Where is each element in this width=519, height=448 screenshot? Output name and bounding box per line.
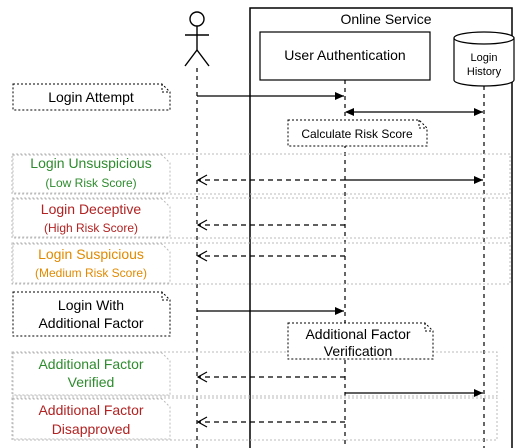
note-login-attempt-label: Login Attempt (48, 89, 134, 105)
outcome-verified-note: Additional Factor Verified (12, 352, 171, 396)
online-service-frame (249, 7, 513, 448)
outcome-disapproved-line1: Additional Factor (38, 402, 143, 418)
outcome-verified-line2: Verified (68, 374, 115, 390)
user-actor-icon (184, 11, 210, 67)
outcome-unsuspicious-note: Login Unsuspicious (Low Risk Score) (12, 154, 171, 194)
frame-unsuspicious (11, 153, 511, 195)
outcome-disapproved-line2: Disapproved (52, 421, 131, 437)
outcome-disapproved-note: Additional Factor Disapproved (12, 398, 171, 440)
outcome-deceptive-line2: (High Risk Score) (44, 221, 138, 235)
outcome-suspicious-line2: (Medium Risk Score) (35, 266, 147, 280)
outcome-unsuspicious-line1: Login Unsuspicious (30, 155, 151, 171)
note-additional-verification-line2: Verification (324, 343, 392, 359)
arrowhead-disapproved (196, 416, 208, 428)
arrowhead-unsuspicious (196, 174, 208, 186)
login-history-label-line2: History (467, 66, 502, 78)
note-login-with-factor-line1: Login With (58, 297, 124, 313)
user-authentication-box (259, 31, 431, 81)
frame-disapproved (11, 397, 498, 441)
arrowhead-verified (196, 371, 208, 383)
outcome-deceptive-line1: Login Deceptive (41, 201, 142, 217)
arrowhead-deceptive (196, 219, 208, 231)
frame-deceptive (11, 197, 511, 239)
outcome-unsuspicious-line2: (Low Risk Score) (45, 176, 136, 190)
frame-suspicious (11, 242, 511, 285)
note-login-with-factor (12, 291, 171, 337)
note-calculate-risk (287, 119, 428, 147)
frame-verified (11, 351, 498, 397)
outcome-suspicious-note: Login Suspicious (Medium Risk Score) (12, 243, 171, 284)
outcome-verified-line1: Additional Factor (38, 356, 143, 372)
note-additional-verification-line1: Additional Factor (305, 326, 410, 342)
outcome-deceptive-note: Login Deceptive (High Risk Score) (12, 198, 171, 238)
user-authentication-label: User Authentication (284, 47, 405, 63)
note-calculate-risk-label: Calculate Risk Score (301, 127, 413, 141)
online-service-title: Online Service (340, 11, 431, 27)
login-history-label-line1: Login (471, 52, 498, 64)
outcome-suspicious-line1: Login Suspicious (38, 246, 144, 262)
arrowhead-suspicious (196, 250, 208, 262)
database-icon (453, 31, 515, 87)
note-login-attempt (12, 83, 171, 111)
note-additional-verification (287, 322, 434, 360)
note-login-with-factor-line2: Additional Factor (38, 315, 143, 331)
